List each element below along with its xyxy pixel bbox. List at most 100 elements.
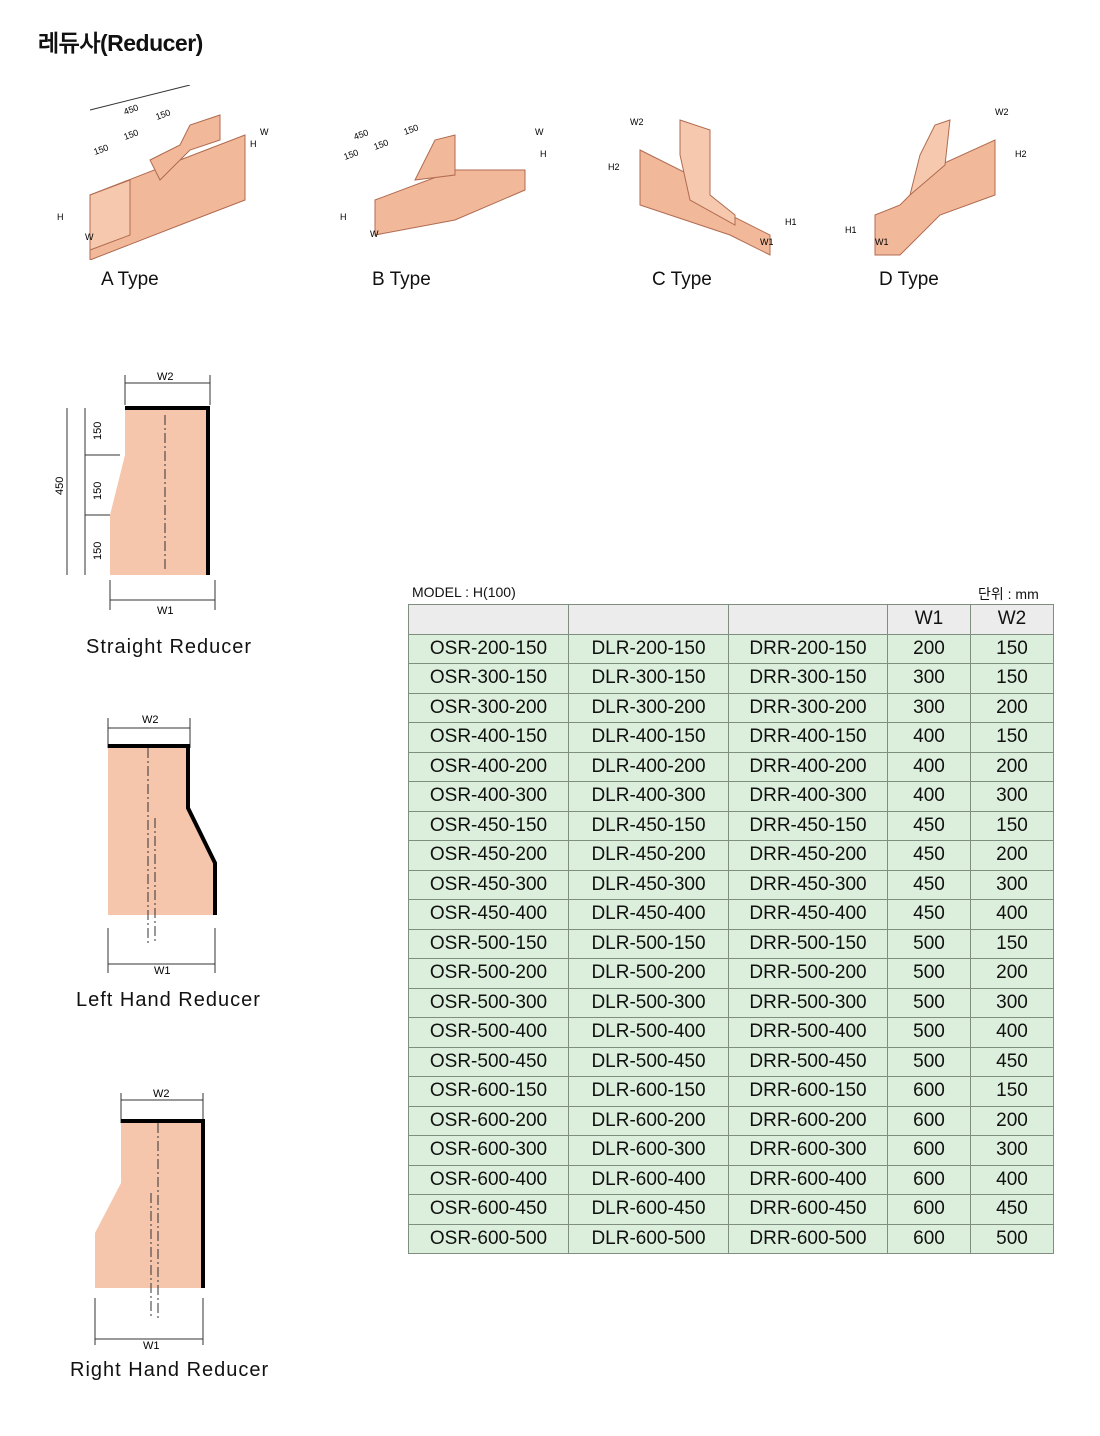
dim-label: H1 — [785, 217, 797, 227]
w2-value: 300 — [970, 869, 1054, 900]
dim-label: W1 — [143, 1340, 160, 1352]
drr-model: DRR-450-150 — [728, 810, 888, 841]
osr-model: OSR-500-450 — [408, 1046, 569, 1077]
dim-label: W2 — [995, 107, 1009, 117]
dlr-model: DLR-450-150 — [568, 810, 729, 841]
osr-model: OSR-400-200 — [408, 751, 569, 782]
dlr-model: DLR-450-200 — [568, 840, 729, 871]
dlr-model: DLR-600-400 — [568, 1164, 729, 1195]
dim-label: W2 — [153, 1088, 170, 1100]
dim-label: W1 — [875, 237, 889, 247]
osr-model: OSR-500-300 — [408, 987, 569, 1018]
w1-value: 450 — [887, 869, 971, 900]
osr-model: OSR-300-150 — [408, 663, 569, 694]
osr-model: OSR-600-200 — [408, 1105, 569, 1136]
w1-value: 300 — [887, 692, 971, 723]
drr-model: DRR-500-200 — [728, 958, 888, 989]
w1-value: 600 — [887, 1194, 971, 1225]
unit-label: 단위 : mm — [978, 586, 1039, 602]
dlr-model: DLR-500-200 — [568, 958, 729, 989]
dim-label: 150 — [402, 122, 420, 137]
w2-value: 150 — [970, 663, 1054, 694]
dim-label: 450 — [352, 127, 370, 142]
w1-value: 450 — [887, 899, 971, 930]
w2-value: 200 — [970, 1105, 1054, 1136]
w2-value: 200 — [970, 840, 1054, 871]
dim-label: W2 — [630, 117, 644, 127]
drr-model: DRR-500-400 — [728, 1017, 888, 1048]
dim-label: 150 — [92, 142, 110, 157]
dim-label: 150 — [92, 482, 104, 500]
dlr-model: DLR-300-150 — [568, 663, 729, 694]
drr-model: DRR-600-400 — [728, 1164, 888, 1195]
w1-value: 200 — [887, 633, 971, 664]
right-hand-reducer-diagram: W2 W1 — [94, 1088, 205, 1352]
w1-value: 400 — [887, 781, 971, 812]
w2-value: 500 — [970, 1223, 1054, 1254]
drr-model: DRR-400-300 — [728, 781, 888, 812]
dlr-model: DLR-450-300 — [568, 869, 729, 900]
dim-label: H2 — [608, 162, 620, 172]
w1-value: 500 — [887, 928, 971, 959]
w2-value: 400 — [970, 899, 1054, 930]
osr-model: OSR-600-150 — [408, 1076, 569, 1107]
dim-label: W2 — [142, 714, 159, 726]
dlr-model: DLR-500-150 — [568, 928, 729, 959]
w2-value: 400 — [970, 1164, 1054, 1195]
drr-model: DRR-500-300 — [728, 987, 888, 1018]
column-header — [408, 604, 569, 635]
drr-model: DRR-500-450 — [728, 1046, 888, 1077]
w1-value: 300 — [887, 663, 971, 694]
b-type-label: B Type — [372, 269, 431, 290]
page-title: 레듀사(Reducer) — [38, 30, 203, 56]
dim-label: H — [340, 212, 347, 222]
w1-value: 600 — [887, 1164, 971, 1195]
dim-label: W2 — [157, 371, 174, 383]
w2-value: 200 — [970, 751, 1054, 782]
column-header — [568, 604, 729, 635]
osr-model: OSR-300-200 — [408, 692, 569, 723]
dim-label: H — [57, 212, 64, 222]
dim-label: W1 — [157, 605, 174, 617]
w1-value: 500 — [887, 987, 971, 1018]
drr-model: DRR-500-150 — [728, 928, 888, 959]
w2-value: 200 — [970, 958, 1054, 989]
w1-value: 450 — [887, 840, 971, 871]
osr-model: OSR-600-450 — [408, 1194, 569, 1225]
osr-model: OSR-450-150 — [408, 810, 569, 841]
drr-model: DRR-300-150 — [728, 663, 888, 694]
dlr-model: DLR-450-400 — [568, 899, 729, 930]
w1-value: 500 — [887, 958, 971, 989]
w1-value: 600 — [887, 1223, 971, 1254]
dlr-model: DLR-400-150 — [568, 722, 729, 753]
osr-model: OSR-500-200 — [408, 958, 569, 989]
w2-value: 300 — [970, 987, 1054, 1018]
dlr-model: DLR-500-400 — [568, 1017, 729, 1048]
w1-value: 500 — [887, 1046, 971, 1077]
osr-model: OSR-500-150 — [408, 928, 569, 959]
c-type-illustration: W2 H2 W1 H1 — [608, 117, 797, 256]
w2-value: 450 — [970, 1046, 1054, 1077]
dlr-model: DLR-600-500 — [568, 1223, 729, 1254]
left-hand-reducer-diagram: W2 W1 — [107, 714, 217, 977]
column-header: W2 — [970, 604, 1054, 635]
osr-model: OSR-400-300 — [408, 781, 569, 812]
dlr-model: DLR-400-300 — [568, 781, 729, 812]
w2-value: 150 — [970, 928, 1054, 959]
model-label: MODEL : H(100) — [412, 584, 516, 600]
dim-label: 150 — [92, 542, 104, 560]
drr-model: DRR-400-200 — [728, 751, 888, 782]
dim-label: W — [535, 127, 544, 137]
w2-value: 200 — [970, 692, 1054, 723]
dim-label: 150 — [154, 107, 172, 122]
